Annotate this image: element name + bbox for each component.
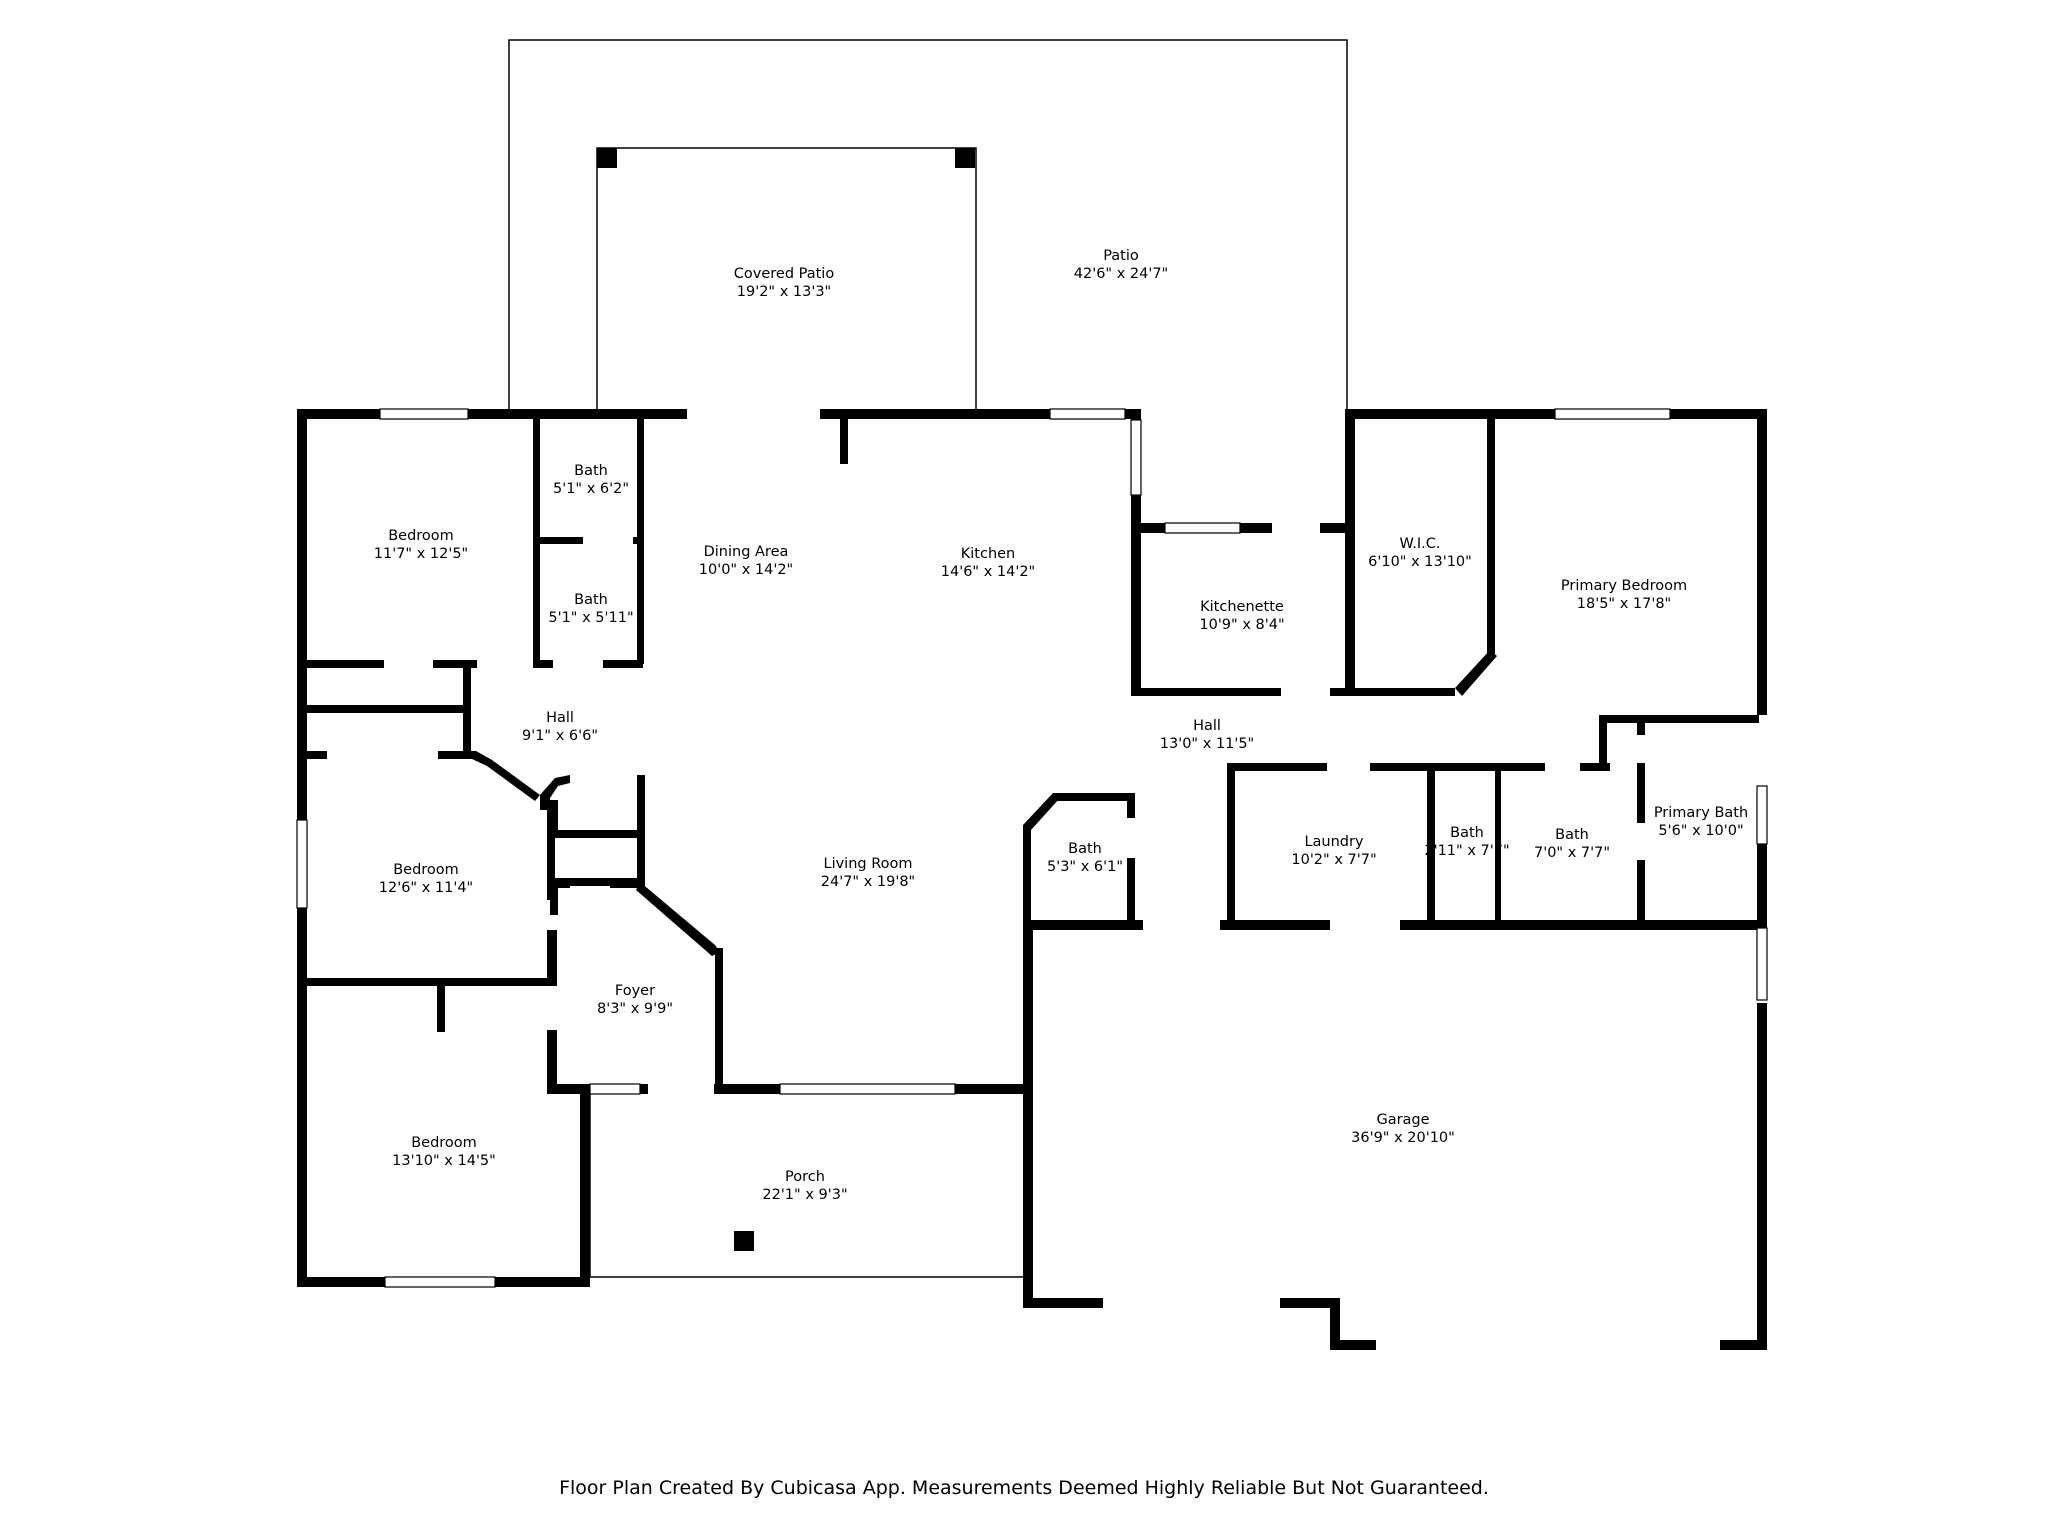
room-name-living: Living Room	[823, 856, 912, 872]
room-dim-bedroom-sw: 13'10" x 14'5"	[392, 1153, 496, 1169]
room-dim-bath-small: 2'11" x 7'7"	[1424, 843, 1509, 859]
room-name-covered-patio: Covered Patio	[734, 266, 835, 282]
room-name-bedroom-w: Bedroom	[393, 862, 459, 878]
windows	[296, 408, 1768, 1288]
room-name-hall-west: Hall	[546, 710, 574, 726]
room-dim-living: 24'7" x 19'8"	[821, 874, 915, 890]
room-name-wic: W.I.C.	[1400, 536, 1441, 552]
room-dim-porch: 22'1" x 9'3"	[762, 1187, 847, 1203]
room-name-bath-center: Bath	[1068, 841, 1102, 857]
room-name-kitchenette: Kitchenette	[1200, 599, 1284, 615]
room-name-patio: Patio	[1103, 248, 1139, 264]
room-dim-primary-bedroom: 18'5" x 17'8"	[1577, 596, 1671, 612]
room-dim-dining: 10'0" x 14'2"	[699, 562, 793, 578]
room-dim-bedroom-w: 12'6" x 11'4"	[379, 880, 473, 896]
room-name-hall-east: Hall	[1193, 718, 1221, 734]
room-name-foyer: Foyer	[615, 983, 655, 999]
room-dim-wic: 6'10" x 13'10"	[1368, 554, 1472, 570]
porch-outline	[589, 1094, 1027, 1278]
room-dim-kitchenette: 10'9" x 8'4"	[1199, 617, 1284, 633]
room-dim-kitchen: 14'6" x 14'2"	[941, 564, 1035, 580]
walls	[297, 409, 1767, 1350]
room-name-bath-upper: Bath	[574, 463, 608, 479]
room-dim-garage: 36'9" x 20'10"	[1351, 1130, 1455, 1146]
room-name-bath-lower: Bath	[574, 592, 608, 608]
room-dim-primary-bath: 5'6" x 10'0"	[1658, 823, 1743, 839]
patio-outline	[508, 39, 1348, 409]
room-name-laundry: Laundry	[1304, 834, 1364, 850]
room-dim-covered-patio: 19'2" x 13'3"	[737, 284, 831, 300]
room-name-porch: Porch	[785, 1169, 825, 1185]
door-gaps	[648, 405, 1720, 1354]
room-name-primary-bath: Primary Bath	[1654, 805, 1748, 821]
room-name-kitchen: Kitchen	[961, 546, 1016, 562]
room-name-dining: Dining Area	[704, 544, 789, 560]
room-name-bath-east: Bath	[1555, 827, 1589, 843]
room-dim-bath-center: 5'3" x 6'1"	[1047, 859, 1123, 875]
room-dim-hall-east: 13'0" x 11'5"	[1160, 736, 1254, 752]
footer-disclaimer: Floor Plan Created By Cubicasa App. Meas…	[559, 1477, 1489, 1499]
room-name-bath-small: Bath	[1450, 825, 1484, 841]
room-dim-bath-lower: 5'1" x 5'11"	[548, 610, 633, 626]
room-dim-bedroom-nw: 11'7" x 12'5"	[374, 546, 468, 562]
room-dim-bath-east: 7'0" x 7'7"	[1534, 845, 1610, 861]
room-dim-patio: 42'6" x 24'7"	[1074, 266, 1168, 282]
room-dim-laundry: 10'2" x 7'7"	[1291, 852, 1376, 868]
room-name-bedroom-nw: Bedroom	[388, 528, 454, 544]
room-labels: Covered Patio 19'2" x 13'3" Patio 42'6" …	[374, 248, 1748, 1203]
room-name-primary-bedroom: Primary Bedroom	[1561, 578, 1687, 594]
room-dim-foyer: 8'3" x 9'9"	[597, 1001, 673, 1017]
room-name-bedroom-sw: Bedroom	[411, 1135, 477, 1151]
room-name-garage: Garage	[1376, 1112, 1429, 1128]
room-dim-hall-west: 9'1" x 6'6"	[522, 728, 598, 744]
room-dim-bath-upper: 5'1" x 6'2"	[553, 481, 629, 497]
